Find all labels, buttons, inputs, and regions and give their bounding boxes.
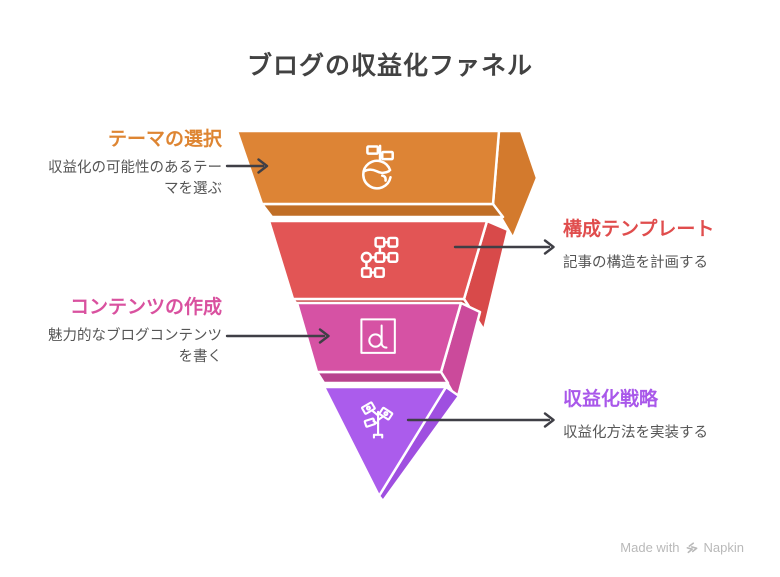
arrow-stage-1 <box>225 158 269 174</box>
made-with-text: Made with <box>620 540 680 555</box>
stage-4-front-face <box>322 385 448 498</box>
sitemap-icon <box>360 236 399 279</box>
napkin-logo-icon <box>686 541 697 553</box>
stage-4-title: 収益化戦略 <box>563 389 659 410</box>
stage-2-front-face <box>267 219 489 301</box>
stage-3-description: 魅力的なブログコンテンツを書く <box>48 327 222 365</box>
money-plant-icon <box>361 401 394 439</box>
connector-arrows <box>225 158 555 428</box>
stage-3-title: コンテンツの作成 <box>69 297 222 318</box>
content-draft-icon <box>360 318 396 354</box>
stage-1-description: 収益化の可能性のあるテーマを選ぶ <box>48 159 222 197</box>
funnel-stage-1 <box>235 129 539 240</box>
stage-1-title: テーマの選択 <box>107 129 222 150</box>
funnel-stage-3 <box>295 301 482 402</box>
stage-label-4: 収益化戦略 収益化方法を実装する <box>563 389 773 444</box>
stage-4-description: 収益化方法を実装する <box>563 424 708 441</box>
arrow-stage-4 <box>406 412 555 428</box>
stage-2-title: 構成テンプレート <box>563 219 715 240</box>
stage-1-bottom-lip <box>260 202 505 219</box>
stage-3-front-face <box>295 301 463 374</box>
stage-label-1: テーマの選択 収益化の可能性のあるテーマを選ぶ <box>46 129 222 200</box>
stage-2-description: 記事の構造を計画する <box>563 254 708 271</box>
arrow-stage-3 <box>225 328 330 344</box>
stage-3-bottom-lip <box>315 370 450 385</box>
arrow-stage-2 <box>453 239 555 255</box>
stage-label-3: コンテンツの作成 魅力的なブログコンテンツを書く <box>46 297 222 368</box>
stage-1-side-face <box>491 129 539 240</box>
globe-signpost-icon <box>362 144 394 190</box>
page-title: ブログの収益化ファネル <box>246 52 533 80</box>
made-with-credit: Made with Napkin <box>620 540 744 555</box>
funnel-stage-4 <box>322 385 461 503</box>
brand-text: Napkin <box>703 540 744 555</box>
stage-label-2: 構成テンプレート 記事の構造を計画する <box>563 219 773 274</box>
stage-1-front-face <box>235 129 501 206</box>
